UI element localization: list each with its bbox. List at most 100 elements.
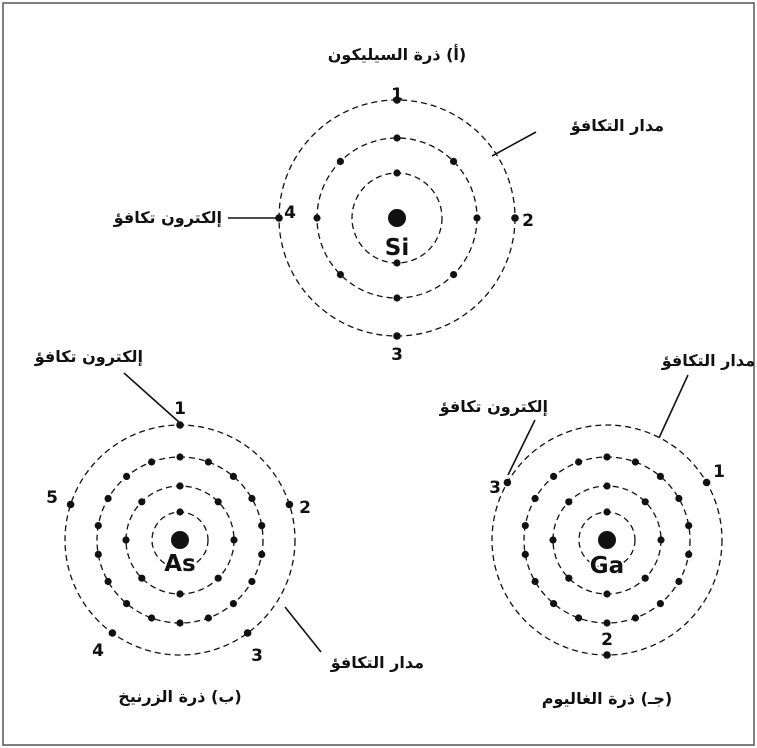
gallium-shell-3-electron-8 xyxy=(657,600,664,607)
gallium-valence-electron-1 xyxy=(703,479,711,487)
gallium-shell-3-electron-4 xyxy=(675,495,682,502)
gallium-shell-3-electron-16 xyxy=(532,495,539,502)
arsenic-valence-orbit-label: مدار التكافؤ xyxy=(330,653,424,672)
arsenic-valence-number-2: 2 xyxy=(299,498,311,518)
arsenic-shell-3-electron-18 xyxy=(148,458,155,465)
gallium-valence-number-1: 1 xyxy=(713,462,725,482)
silicon-symbol: Si xyxy=(385,235,409,261)
arsenic-shell-3-electron-5 xyxy=(258,522,265,529)
arsenic-valence-electron-5 xyxy=(67,501,75,509)
gallium-shell-3-electron-6 xyxy=(685,551,692,558)
arsenic-shell-3-electron-16 xyxy=(105,495,112,502)
arsenic-valence-electron-leader xyxy=(124,373,180,423)
gallium-shell-2-electron-2 xyxy=(642,498,649,505)
arsenic-valence-number-5: 5 xyxy=(46,488,58,508)
gallium-shell-2-electron-4 xyxy=(642,575,649,582)
gallium-valence-orbit-leader xyxy=(659,375,688,438)
silicon-shell-1-electron-1 xyxy=(393,169,400,176)
arsenic-valence-electron-3 xyxy=(244,629,252,637)
arsenic-shell-3-electron-9 xyxy=(205,614,212,621)
silicon-nucleus xyxy=(388,209,406,227)
arsenic-shell-3-electron-13 xyxy=(105,578,112,585)
arsenic-shell-3-electron-8 xyxy=(230,600,237,607)
gallium-nucleus xyxy=(598,531,616,549)
gallium-shell-3-electron-15 xyxy=(522,522,529,529)
arsenic-caption: (ب) ذرة الزرنيخ xyxy=(118,687,241,706)
gallium-shell-3-electron-17 xyxy=(550,473,557,480)
gallium-shell-3-electron-7 xyxy=(675,578,682,585)
gallium-shell-3-electron-3 xyxy=(657,473,664,480)
gallium-shell-2-electron-5 xyxy=(603,590,610,597)
silicon-valence-orbit-leader xyxy=(492,132,536,156)
arsenic-symbol: As xyxy=(164,551,196,577)
arsenic-shell-3-electron-3 xyxy=(230,473,237,480)
gallium-shell-2-electron-7 xyxy=(549,536,556,543)
arsenic-nucleus xyxy=(171,531,189,549)
gallium-shell-3-electron-11 xyxy=(575,614,582,621)
silicon-shell-2-electron-2 xyxy=(450,158,457,165)
arsenic-shell-2-electron-6 xyxy=(138,575,145,582)
gallium-shell-3-electron-9 xyxy=(632,614,639,621)
arsenic-valence-number-1: 1 xyxy=(174,399,186,419)
silicon-valence-number-3: 3 xyxy=(391,345,403,365)
gallium-shell-2-electron-3 xyxy=(657,536,664,543)
arsenic-shell-2-electron-8 xyxy=(138,498,145,505)
arsenic-shell-3-electron-1 xyxy=(176,453,183,460)
silicon-valence-number-4: 4 xyxy=(284,203,296,223)
arsenic-valence-number-3: 3 xyxy=(251,646,263,666)
gallium-shell-3-electron-5 xyxy=(685,522,692,529)
arsenic-shell-3-electron-14 xyxy=(95,551,102,558)
arsenic-valence-number-4: 4 xyxy=(92,641,104,661)
gallium-shell-2-electron-1 xyxy=(603,482,610,489)
gallium-shell-2-electron-8 xyxy=(565,498,572,505)
silicon-caption: (أ) ذرة السيليكون xyxy=(328,44,466,64)
gallium-valence-electron-2 xyxy=(603,651,611,659)
gallium-shell-3-electron-12 xyxy=(550,600,557,607)
gallium-valence-orbit-label: مدار التكافؤ xyxy=(661,351,755,370)
arsenic-atom: As 1 2 3 4 5 (ب) ذرة الزرنيخ إلكترون تكا… xyxy=(34,347,424,706)
arsenic-shell-2-electron-1 xyxy=(176,482,183,489)
silicon-shell-2-electron-8 xyxy=(337,158,344,165)
arsenic-shell-3-electron-15 xyxy=(95,522,102,529)
arsenic-shell-3-electron-17 xyxy=(123,473,130,480)
arsenic-shell-3-electron-10 xyxy=(176,619,183,626)
arsenic-electrons xyxy=(67,421,293,637)
arsenic-valence-electron-label: إلكترون تكافؤ xyxy=(34,347,143,366)
arsenic-valence-electron-4 xyxy=(109,629,117,637)
arsenic-shell-2-electron-4 xyxy=(215,575,222,582)
arsenic-shell-1-electron-1 xyxy=(176,508,183,515)
arsenic-shell-3-electron-12 xyxy=(123,600,130,607)
arsenic-shell-2-electron-2 xyxy=(215,498,222,505)
silicon-valence-orbit-label: مدار التكافؤ xyxy=(570,116,664,135)
gallium-caption: (جـ) ذرة الغاليوم xyxy=(542,689,672,708)
arsenic-valence-electron-2 xyxy=(286,501,294,509)
gallium-shell-1-electron-1 xyxy=(603,508,610,515)
gallium-shell-3-electron-14 xyxy=(522,551,529,558)
gallium-shell-3-electron-2 xyxy=(632,458,639,465)
gallium-atom: Ga 1 2 3 (جـ) ذرة الغاليوم مدار التكافؤ … xyxy=(439,351,755,708)
silicon-atom: Si 1 2 3 4 (أ) ذرة السيليكون مدار التكاف… xyxy=(113,44,664,365)
gallium-shell-3-electron-1 xyxy=(603,453,610,460)
arsenic-shell-2-electron-7 xyxy=(122,536,129,543)
silicon-shell-2-electron-3 xyxy=(473,214,480,221)
arsenic-shell-3-electron-6 xyxy=(258,551,265,558)
arsenic-shell-3-electron-4 xyxy=(248,495,255,502)
gallium-valence-electron-leader xyxy=(508,420,535,475)
arsenic-shell-3-electron-7 xyxy=(248,578,255,585)
gallium-shell-3-electron-13 xyxy=(532,578,539,585)
silicon-shell-2-electron-5 xyxy=(393,294,400,301)
arsenic-shell-3-electron-2 xyxy=(205,458,212,465)
gallium-shell-2-electron-6 xyxy=(565,575,572,582)
silicon-shell-2-electron-7 xyxy=(313,214,320,221)
gallium-valence-number-3: 3 xyxy=(489,478,501,498)
silicon-valence-number-1: 1 xyxy=(391,85,403,105)
gallium-shell-3-electron-18 xyxy=(575,458,582,465)
gallium-valence-electron-3 xyxy=(504,479,512,487)
gallium-shell-3-electron-10 xyxy=(603,619,610,626)
arsenic-valence-orbit-leader xyxy=(285,607,321,652)
gallium-valence-number-2: 2 xyxy=(601,630,613,650)
gallium-symbol: Ga xyxy=(590,553,624,579)
silicon-valence-electron-label: إلكترون تكافؤ xyxy=(113,208,222,227)
arsenic-shell-3-electron-11 xyxy=(148,614,155,621)
